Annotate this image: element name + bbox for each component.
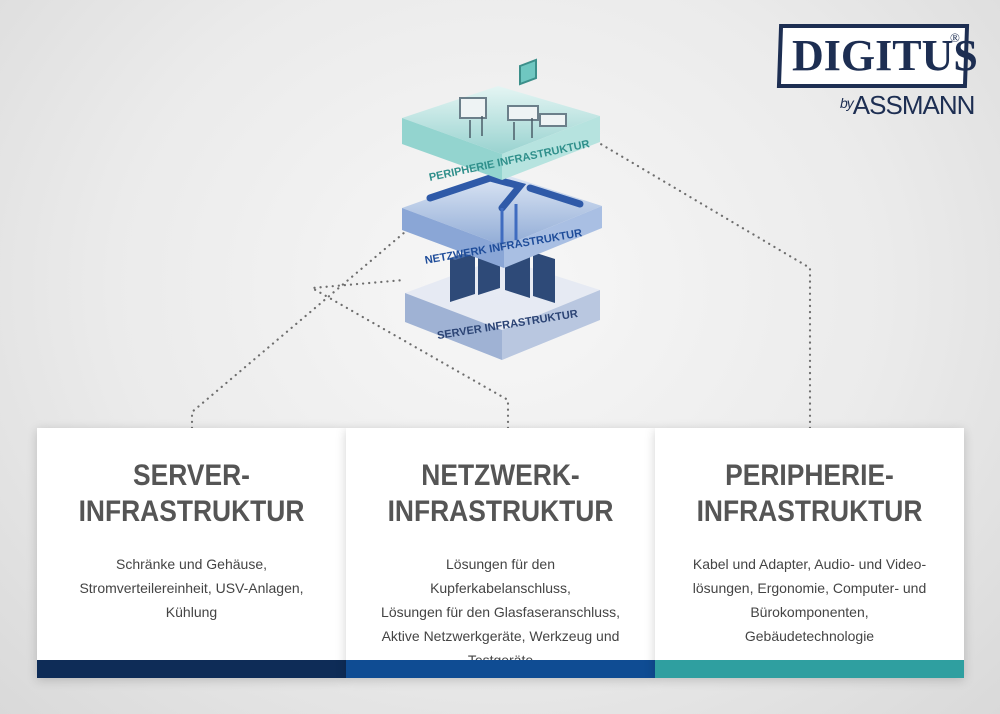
logo-registered-mark: ® — [950, 30, 960, 45]
card-network-color-bar — [346, 660, 655, 678]
logo-brand: DIGITUS — [792, 31, 978, 80]
card-periphery-title-line1: PERIPHERIE- — [725, 459, 894, 492]
card-network-desc-line: Lösungen für den Glasfaseranschluss, — [381, 604, 620, 620]
card-server-title-line2: INFRASTRUKTUR — [78, 495, 305, 528]
logo-by: by — [840, 95, 854, 111]
card-server-desc-line: Schränke und Gehäuse, — [116, 556, 267, 572]
card-network-infrastructure: NETZWERK- INFRASTRUKTUR Lösungen für den… — [346, 428, 655, 678]
card-periphery-infrastructure: PERIPHERIE- INFRASTRUKTUR Kabel und Adap… — [655, 428, 964, 678]
server-connector — [190, 230, 407, 430]
card-server-desc-line: Kühlung — [165, 604, 218, 620]
infrastructure-stack-illustration: SERVER INFRASTRUKTUR NETZWERK INFRASTRUK… — [402, 58, 602, 360]
card-server-infrastructure: SERVER- INFRASTRUKTUR Schränke und Gehäu… — [37, 428, 346, 678]
card-network-description: Lösungen für den Kupferkabelanschluss, L… — [346, 552, 655, 672]
network-connector — [308, 278, 510, 430]
logo-assmann: ASSMANN — [852, 90, 976, 120]
card-periphery-title: PERIPHERIE- INFRASTRUKTUR — [674, 458, 946, 530]
card-periphery-color-bar — [655, 660, 964, 678]
card-network-title-line2: INFRASTRUKTUR — [387, 495, 614, 528]
server-layer: SERVER INFRASTRUKTUR — [405, 242, 600, 360]
card-periphery-desc-line: lösungen, Ergonomie, Computer- und — [692, 580, 927, 596]
card-network-title: NETZWERK- INFRASTRUKTUR — [365, 458, 637, 530]
card-server-desc-line: Stromverteilereinheit, USV-Anlagen, — [79, 580, 304, 596]
network-layer: NETZWERK INFRASTRUKTUR — [402, 173, 602, 268]
periphery-connector — [592, 138, 812, 430]
card-server-title: SERVER- INFRASTRUKTUR — [56, 458, 328, 530]
card-periphery-description: Kabel und Adapter, Audio- und Video- lös… — [655, 552, 964, 648]
card-network-desc-line: Aktive Netzwerkgeräte, Werkzeug und — [381, 628, 620, 644]
card-periphery-title-line2: INFRASTRUKTUR — [696, 495, 923, 528]
card-network-desc-line: Lösungen für den Kupferkabelanschluss, — [430, 556, 571, 596]
periphery-layer: PERIPHERIE INFRASTRUKTUR — [402, 58, 600, 184]
card-network-title-line1: NETZWERK- — [421, 459, 580, 492]
card-server-color-bar — [37, 660, 346, 678]
card-server-description: Schränke und Gehäuse, Stromverteilereinh… — [37, 552, 346, 624]
digitus-logo: DIGITUS ® byASSMANN — [776, 24, 978, 120]
logo-subtitle: byASSMANN — [840, 90, 976, 121]
card-server-title-line1: SERVER- — [133, 459, 250, 492]
card-periphery-desc-line: Kabel und Adapter, Audio- und Video- — [692, 556, 927, 572]
card-periphery-desc-line: Bürokomponenten, Gebäudetechnologie — [744, 604, 875, 644]
